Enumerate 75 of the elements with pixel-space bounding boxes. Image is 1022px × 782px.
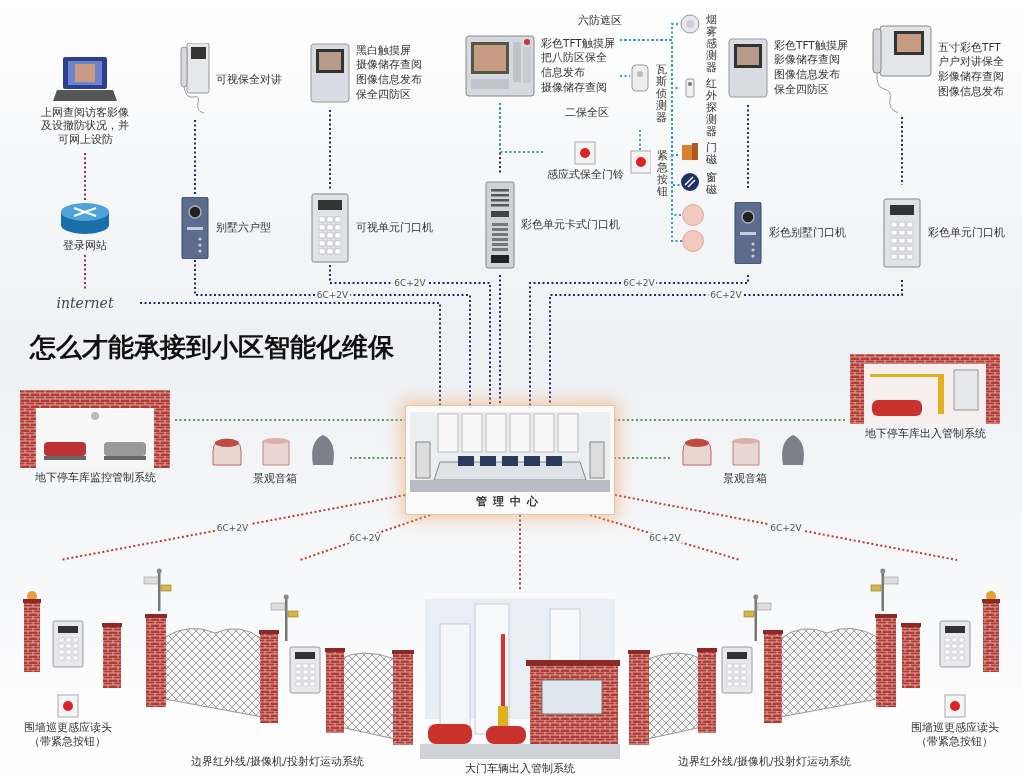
edge-label: 6C+2V bbox=[708, 290, 744, 300]
device-label: 把八防区保全 bbox=[541, 51, 608, 65]
device-label: 景观音箱 bbox=[253, 471, 297, 486]
device-label: 登录网站 bbox=[63, 239, 107, 253]
device-label: 感应式保全门铃 bbox=[546, 167, 624, 182]
device-label: 围墙巡更感应读头（带紧急按钮） bbox=[909, 721, 1000, 749]
connector-line bbox=[329, 109, 331, 191]
connector-line bbox=[589, 514, 741, 561]
device-label: 彩色单元门口机 bbox=[928, 225, 1005, 240]
device-label: 围墙巡更感应读头（带紧急按钮） bbox=[22, 721, 113, 749]
device-label: 红外探测器 bbox=[706, 78, 717, 139]
title: 怎么才能承接到小区智能化维保 bbox=[30, 331, 394, 364]
device-label: 窗磁 bbox=[706, 172, 717, 197]
device-label: 摄像储存查阅 bbox=[356, 58, 422, 72]
device-label: 影像储存查阅 bbox=[774, 53, 841, 67]
zone-label: 二保全区 bbox=[565, 106, 609, 120]
device-label: 保全四防区 bbox=[774, 82, 830, 97]
connector-line bbox=[519, 514, 521, 591]
device-label: 边界红外线/摄像机/投射灯运动系统 bbox=[678, 754, 851, 769]
device-label: 门磁 bbox=[706, 142, 717, 167]
edge-label: 6C+2V bbox=[647, 532, 683, 543]
device-label: 彩色别墅门口机 bbox=[769, 225, 846, 240]
device-label: 图像信息发布 bbox=[774, 68, 841, 82]
device-label: 户户对讲保全 bbox=[938, 55, 1004, 69]
connector-line bbox=[614, 494, 958, 561]
device-label: 紧急按钮 bbox=[657, 150, 668, 199]
device-label: 彩色TFT触摸屏 bbox=[774, 38, 848, 53]
connector-line bbox=[84, 254, 86, 291]
device-label: 彩色TFT触摸屏 bbox=[541, 36, 615, 51]
connector-line bbox=[529, 274, 749, 406]
device-label: 管理中心 bbox=[476, 494, 544, 509]
device-label: 摄像储存查阅 bbox=[541, 80, 608, 95]
device-label: 烟雾感测器 bbox=[706, 14, 717, 75]
connector-line bbox=[194, 119, 196, 196]
device-label: 瓦斯侦测器 bbox=[656, 64, 667, 125]
connector-line bbox=[747, 104, 749, 191]
device-label: 图像信息发布 bbox=[356, 73, 422, 87]
device-label: 上网查阅访客影像及设撤防状况，并可网上设防 bbox=[40, 105, 130, 147]
edge-label: 6C+2V bbox=[314, 290, 351, 300]
connector-line bbox=[499, 102, 546, 153]
connector-line bbox=[59, 494, 406, 561]
sensor-circle bbox=[682, 204, 704, 226]
connector-line bbox=[549, 279, 903, 406]
device-label: 景观音箱 bbox=[723, 471, 767, 486]
device-label: 可视单元门口机 bbox=[356, 220, 433, 235]
edge-label: 6C+2V bbox=[392, 278, 428, 288]
edge-label: 6C+2V bbox=[768, 522, 804, 533]
connector-line bbox=[619, 75, 631, 77]
connector-line bbox=[639, 129, 641, 151]
connector-line bbox=[299, 514, 431, 561]
connector-line bbox=[194, 259, 471, 406]
zone-label: 六防遮区 bbox=[578, 14, 622, 28]
device-label: 地下停车库出入管制系统 bbox=[864, 427, 986, 441]
device-label: 信息发布 bbox=[541, 66, 586, 80]
device-label: 保全四防区 bbox=[356, 87, 412, 102]
device-label: 图像信息发布 bbox=[938, 84, 1004, 99]
sensor-circle bbox=[682, 230, 704, 252]
network-label: internet bbox=[56, 293, 114, 313]
device-label: 别墅六户型 bbox=[216, 220, 271, 235]
device-label: 可视保全对讲 bbox=[216, 73, 282, 87]
connector-line bbox=[139, 302, 441, 406]
device-label: 地下停车库监控管制系统 bbox=[34, 471, 156, 485]
device-label: 影像储存查阅 bbox=[938, 70, 1004, 84]
edge-label: 6C+2V bbox=[214, 522, 251, 533]
edge-label: 6C+2V bbox=[621, 278, 657, 288]
device-label: 大门车辆出入管制系统 bbox=[465, 762, 575, 776]
control-center-panel bbox=[405, 405, 615, 515]
connector-line bbox=[499, 274, 501, 406]
connector-line bbox=[84, 152, 86, 201]
edge-label: 6C+2V bbox=[347, 532, 383, 543]
device-label: 彩色单元卡式门口机 bbox=[521, 218, 620, 232]
connector-line bbox=[329, 264, 491, 406]
device-label: 五寸彩色TFT bbox=[938, 40, 1002, 55]
device-label: 黑白触摸屏 bbox=[356, 43, 412, 58]
device-label: 边界红外线/摄像机/投射灯运动系统 bbox=[191, 754, 364, 769]
